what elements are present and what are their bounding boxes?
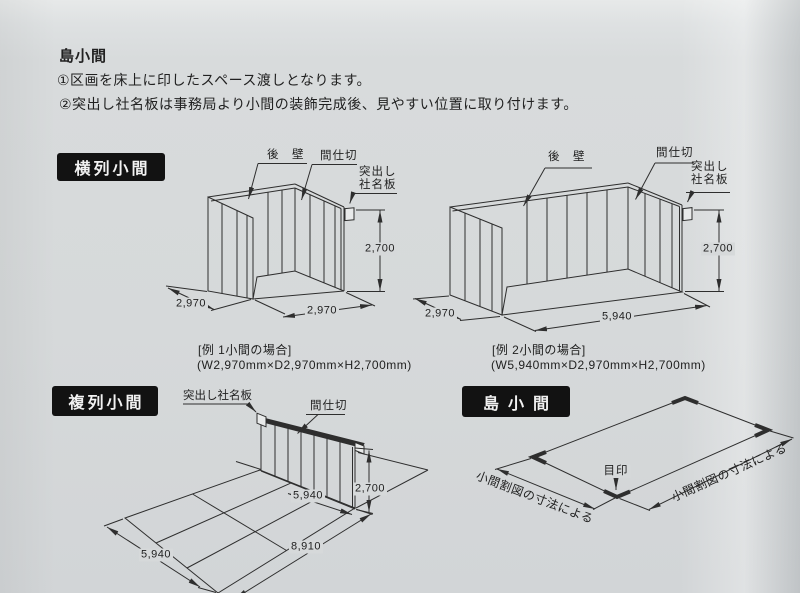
booth1-rear-wall-label: 後 壁 bbox=[267, 149, 305, 161]
partition-leader-arrow bbox=[297, 414, 319, 434]
booth2-width-dimension: 5,940 bbox=[599, 310, 635, 324]
section-label-island-booth: 島小間 bbox=[462, 386, 570, 417]
booth1-example-size: (W2,970mm×D2,970mm×H2,700mm) bbox=[197, 358, 412, 372]
floor-outline bbox=[123, 469, 357, 593]
left-wall bbox=[207, 196, 254, 300]
partition-wall-top-band bbox=[260, 416, 365, 449]
booth-1-koma-drawing bbox=[165, 163, 397, 318]
booth2-nameplate-label: 突出し 社名板 bbox=[691, 161, 729, 186]
booth1-partition-label: 間仕切 bbox=[320, 150, 358, 162]
partition-leader-arrow bbox=[301, 164, 313, 201]
booth2-height-dimension: 2,700 bbox=[700, 242, 736, 256]
depth-dimension-witness bbox=[103, 518, 217, 593]
booth1-nameplate-label-line2: 社名板 bbox=[359, 178, 397, 191]
booth-2-koma-drawing bbox=[412, 162, 730, 332]
right-dimension-line bbox=[648, 438, 793, 510]
double-row-long-dimension: 8,910 bbox=[288, 540, 324, 554]
left-dimension-line bbox=[496, 468, 596, 510]
right-wall-front-edge bbox=[679, 205, 683, 292]
left-wall-panel-seams bbox=[464, 213, 493, 311]
width-dimension-witness bbox=[254, 292, 376, 315]
rear-wall-leader-arrow bbox=[523, 167, 546, 207]
rear-wall-leader-arrow bbox=[248, 163, 259, 200]
booth2-example-caption: [例 2小間の場合] bbox=[492, 343, 586, 357]
section-label-row-booth: 横列小間 bbox=[57, 153, 165, 181]
nameplate-leader-arrow bbox=[687, 190, 695, 203]
double-row-depth-dimension: 5,940 bbox=[138, 548, 174, 562]
double-row-partition-label: 間仕切 bbox=[310, 400, 348, 412]
left-wall-panel-seams bbox=[221, 203, 248, 298]
height-dimension-ticks bbox=[347, 209, 385, 292]
left-dimension-witness bbox=[494, 458, 616, 510]
double-row-wall-length-dimension: 5,940 bbox=[290, 489, 326, 503]
right-wall-panel-seams bbox=[309, 195, 336, 288]
booth2-partition-label: 間仕切 bbox=[656, 147, 694, 159]
partition-wall-panel-seams bbox=[274, 423, 341, 503]
protruding-nameplate bbox=[344, 207, 355, 222]
height-dimension-ticks bbox=[685, 209, 724, 292]
rear-wall-panel-seams bbox=[267, 190, 283, 276]
booth1-nameplate-label: 突出し 社名板 bbox=[359, 166, 397, 191]
long-dimension-witness bbox=[356, 509, 373, 515]
rear-wall-top-edge bbox=[449, 182, 629, 212]
booth2-nameplate-label-line1: 突出し bbox=[691, 161, 729, 173]
booth2-nameplate-label-line2: 社名板 bbox=[691, 173, 729, 186]
section-label-double-row-booth: 複列小間 bbox=[52, 386, 158, 416]
right-wall-panel-seams bbox=[644, 193, 673, 288]
booth1-nameplate-label-line1: 突出し bbox=[359, 166, 397, 178]
double-row-nameplate-label: 突出し社名板 bbox=[183, 390, 252, 402]
protruding-nameplate bbox=[682, 207, 693, 222]
booth1-width-dimension: 2,970 bbox=[304, 304, 340, 318]
booth2-depth-dimension: 2,970 bbox=[422, 307, 458, 321]
partition-wall-right-edge bbox=[352, 446, 356, 509]
right-dimension-witness bbox=[619, 430, 794, 511]
booth1-depth-dimension: 2,970 bbox=[173, 297, 209, 311]
right-wall-front-edge bbox=[340, 207, 345, 291]
partition-leader-arrow bbox=[635, 162, 656, 200]
island-marker-label: 目印 bbox=[601, 464, 631, 478]
protruding-nameplate-left bbox=[256, 412, 267, 428]
double-row-height-dimension: 2,700 bbox=[352, 482, 388, 496]
rear-wall-panel-seams bbox=[526, 189, 608, 284]
booth2-example-size: (W5,940mm×D2,970mm×H2,700mm) bbox=[491, 358, 706, 372]
booth2-rear-wall-label: 後 壁 bbox=[548, 151, 586, 163]
nameplate-leader-arrow bbox=[349, 191, 356, 204]
long-dimension-line bbox=[235, 513, 372, 593]
floor-outline bbox=[501, 268, 684, 316]
nameplate-leader-arrow bbox=[245, 401, 257, 413]
floor-outline bbox=[252, 270, 345, 300]
width-dimension-witness bbox=[503, 293, 711, 332]
page-title: 島小間 bbox=[59, 48, 108, 65]
corner-floor-marks bbox=[527, 395, 774, 500]
right-wall-top-edge bbox=[627, 182, 683, 207]
note-line-2: ②突出し社名板は事務局より小間の装飾完成後、見やすい位置に取り付けます。 bbox=[59, 96, 578, 112]
left-wall bbox=[449, 206, 503, 316]
note-line-1: ①区画を床上に印したスペース渡しとなります。 bbox=[57, 72, 372, 88]
booth1-example-caption: [例 1小間の場合] bbox=[198, 343, 292, 357]
island-booth-drawing bbox=[494, 395, 794, 511]
double-row-booth-drawing bbox=[103, 401, 429, 593]
booth1-height-dimension: 2,700 bbox=[362, 242, 398, 256]
